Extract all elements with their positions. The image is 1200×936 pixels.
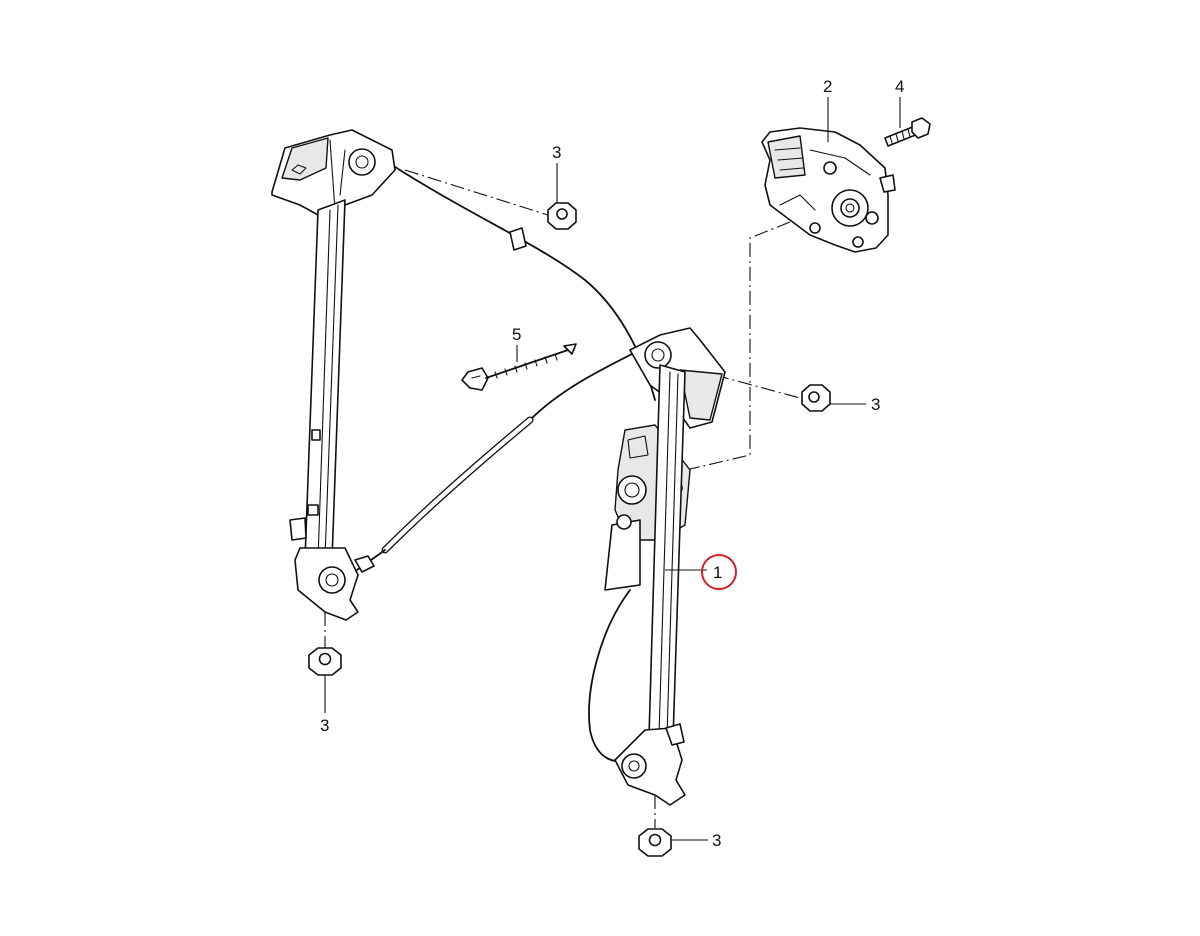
mounting-lines — [324, 169, 801, 828]
screw — [884, 117, 931, 147]
right-guide-rail — [604, 327, 726, 806]
callout-nut-right: 3 — [871, 395, 880, 414]
left-guide-rail — [271, 129, 396, 621]
callout-motor: 2 — [823, 77, 832, 96]
leader-lines — [324, 97, 901, 841]
callout-nut-left: 3 — [320, 716, 329, 735]
window-motor — [761, 127, 896, 253]
callout-cable-tie: 5 — [512, 325, 521, 344]
cable-tie — [461, 343, 577, 391]
callout-window-regulator: 1 — [713, 563, 722, 582]
callout-screw: 4 — [895, 77, 904, 96]
nut-right — [801, 384, 831, 412]
callout-nut-bottom: 3 — [712, 831, 721, 850]
nut-bottom — [638, 828, 672, 857]
nut-upper — [547, 202, 577, 230]
callout-labels: 1 2 4 3 3 3 3 5 — [320, 77, 904, 850]
nut-left — [308, 647, 342, 676]
callout-nut-upper: 3 — [552, 143, 561, 162]
regulator-cables — [349, 164, 656, 763]
callout-1-highlight — [701, 554, 737, 590]
